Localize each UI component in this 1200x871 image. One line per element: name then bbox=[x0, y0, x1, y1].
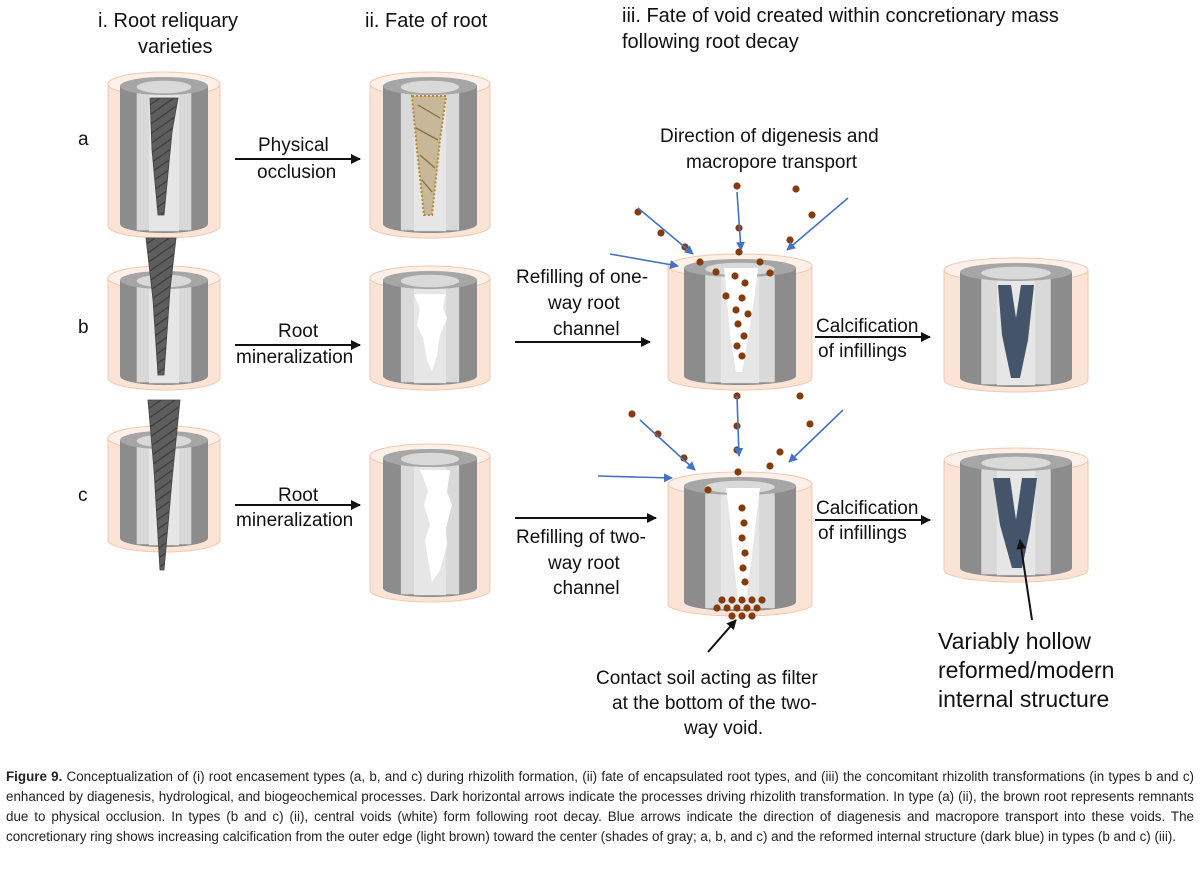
particle-dot bbox=[738, 294, 746, 302]
refill-c-line2: way root bbox=[548, 553, 620, 574]
row-label-c: c bbox=[78, 485, 88, 506]
particle-dot bbox=[718, 596, 726, 604]
particle-dot bbox=[733, 604, 741, 612]
void-c-ii bbox=[420, 470, 452, 582]
calcification-c-line1: Calcification bbox=[816, 498, 919, 519]
particle-dot bbox=[723, 604, 731, 612]
process-a-line1: Physical bbox=[258, 135, 329, 156]
caption-text: Conceptualization of (i) root encasement… bbox=[6, 769, 1195, 844]
particle-dot bbox=[733, 182, 741, 190]
row-label-a: a bbox=[78, 129, 89, 150]
particle-dot bbox=[740, 519, 748, 527]
process-b-line2: mineralization bbox=[236, 347, 354, 368]
particle-dot bbox=[738, 534, 746, 542]
particle-dot bbox=[806, 420, 814, 428]
particle-dot bbox=[796, 392, 804, 400]
refill-b-line1: Refilling of one- bbox=[516, 267, 649, 288]
calcification-c-line2: of infillings bbox=[818, 523, 907, 544]
particle-dot bbox=[738, 352, 746, 360]
particle-dot bbox=[741, 279, 749, 287]
particle-dot bbox=[734, 468, 742, 476]
particle-dot bbox=[738, 612, 746, 620]
particle-dot bbox=[696, 258, 704, 266]
particle-dot bbox=[748, 596, 756, 604]
cylinder-a-ii bbox=[369, 71, 491, 239]
void-c-iii bbox=[726, 488, 760, 600]
particle-dot bbox=[792, 185, 800, 193]
particle-dot bbox=[743, 604, 751, 612]
header-col-iii-line2: following root decay bbox=[622, 31, 799, 53]
root-c-i bbox=[147, 399, 181, 571]
particle-dot bbox=[733, 342, 741, 350]
refill-c-line3: channel bbox=[553, 578, 620, 599]
particle-dot bbox=[756, 258, 764, 266]
particle-dot bbox=[728, 612, 736, 620]
contact-soil-line2: at the bottom of the two- bbox=[612, 693, 817, 714]
particle-dot bbox=[712, 268, 720, 276]
particle-dot bbox=[786, 236, 794, 244]
row-label-b: b bbox=[78, 317, 89, 338]
root-remnant-texture bbox=[415, 104, 441, 193]
direction-label-line2: macropore transport bbox=[686, 152, 858, 173]
particle-dot bbox=[728, 596, 736, 604]
header-col-i-line1: i. Root reliquary bbox=[98, 10, 239, 32]
structure-note-line1: Variably hollow bbox=[938, 628, 1091, 654]
cylinder-c-final bbox=[943, 447, 1089, 583]
refill-b-line3: channel bbox=[553, 319, 620, 340]
refill-c-line1: Refilling of two- bbox=[516, 527, 646, 548]
particle-dot bbox=[733, 422, 741, 430]
process-b-line1: Root bbox=[278, 321, 319, 342]
particle-dot bbox=[732, 306, 740, 314]
void-b-ii bbox=[414, 294, 447, 372]
arrow-hollow-structure bbox=[1016, 539, 1033, 621]
particle-dot bbox=[731, 272, 739, 280]
contact-soil-line3: way void. bbox=[684, 718, 764, 739]
calcification-b-line1: Calcification bbox=[816, 316, 919, 337]
refill-b-line2: way root bbox=[548, 293, 620, 314]
blue-arrows-c bbox=[597, 395, 844, 483]
particle-dot bbox=[739, 564, 747, 572]
particle-dot bbox=[748, 612, 756, 620]
particle-dot bbox=[722, 292, 730, 300]
particle-dot bbox=[738, 504, 746, 512]
particle-dot bbox=[713, 604, 721, 612]
particle-dot bbox=[741, 578, 749, 586]
particle-dot bbox=[738, 596, 746, 604]
figure-caption: Figure 9. Conceptualization of (i) root … bbox=[6, 767, 1194, 847]
particle-dot bbox=[734, 320, 742, 328]
void-b-iii bbox=[724, 268, 758, 372]
process-a-line2: occlusion bbox=[257, 162, 337, 183]
structure-note-line3: internal structure bbox=[938, 686, 1110, 712]
caption-label: Figure 9. bbox=[6, 769, 63, 784]
rhizolith-diagram bbox=[107, 71, 1089, 653]
process-c-line1: Root bbox=[278, 485, 319, 506]
header-col-ii: ii. Fate of root bbox=[365, 10, 488, 32]
arrow-contact-soil bbox=[707, 619, 737, 653]
root-b-i bbox=[145, 237, 177, 376]
structure-note-line2: reformed/modern bbox=[938, 657, 1115, 683]
contact-soil-line1: Contact soil acting as filter bbox=[596, 668, 818, 689]
particle-dot bbox=[680, 454, 688, 462]
particle-dot bbox=[704, 486, 712, 494]
particle-dot bbox=[744, 310, 752, 318]
process-c-line2: mineralization bbox=[236, 510, 354, 531]
reformed-structure-b bbox=[998, 285, 1034, 378]
particle-dot bbox=[753, 604, 761, 612]
particle-dot bbox=[766, 269, 774, 277]
root-a-i bbox=[149, 97, 179, 216]
root-remnant-a-ii bbox=[410, 95, 448, 216]
calcification-b-line2: of infillings bbox=[818, 341, 907, 362]
particle-dot bbox=[776, 448, 784, 456]
particle-dot bbox=[657, 229, 665, 237]
blue-arrows-b bbox=[609, 191, 849, 270]
header-col-iii-line1: iii. Fate of void created within concret… bbox=[622, 5, 1059, 27]
particle-dot bbox=[766, 462, 774, 470]
particle-dot bbox=[741, 549, 749, 557]
particle-dot bbox=[808, 211, 816, 219]
direction-label-line1: Direction of digenesis and bbox=[660, 126, 879, 147]
header-col-i-line2: varieties bbox=[138, 36, 213, 58]
particle-dot bbox=[758, 596, 766, 604]
particle-dot bbox=[628, 410, 636, 418]
particle-dot bbox=[740, 332, 748, 340]
